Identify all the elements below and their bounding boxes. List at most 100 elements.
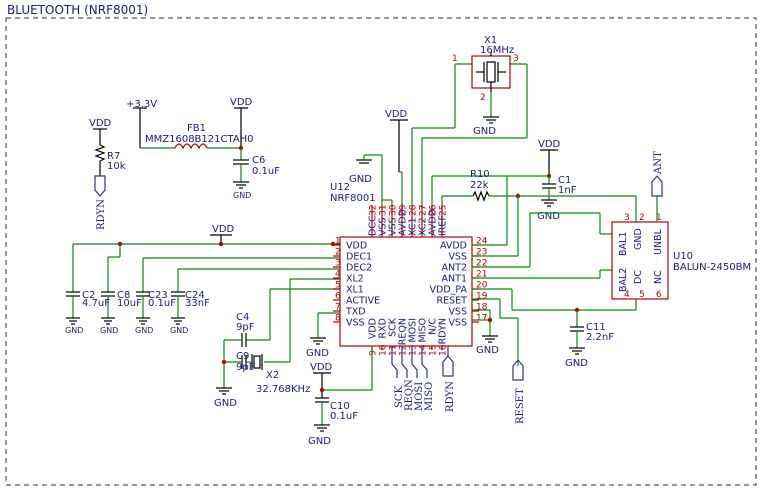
u12-pin-xl2-left: XL2 xyxy=(346,274,364,285)
c1-ref: C1 xyxy=(558,175,571,186)
gnd-c6-label: GND xyxy=(233,191,251,200)
u12-pin-miso-bottom: MISO xyxy=(418,318,429,343)
u12-pin-avdd-top: AVDD xyxy=(428,209,439,236)
c2-ref: C2 xyxy=(82,290,95,301)
u12-pin-dcc-top: DCC xyxy=(368,215,379,236)
c10-ref: C10 xyxy=(330,401,350,412)
gnd-top-label: GND xyxy=(349,174,372,185)
c11-ref: C11 xyxy=(586,322,606,333)
u10-pin1-num: 1 xyxy=(656,213,662,223)
u12-pin-ant2-right: ANT2 xyxy=(442,263,467,274)
reqn-net-label: REQN xyxy=(404,379,415,411)
u12-bottom-pins: VDD9RXD10SCK11REQN12MOSI13MISO14N/C15RDY… xyxy=(368,317,449,356)
x1-value: 16MHz xyxy=(480,45,514,56)
u12-pin-reqn-bottom: REQN xyxy=(398,318,409,345)
u12-pin-num-top: 30 xyxy=(389,204,399,216)
r7-ref: R7 xyxy=(107,151,120,162)
mosi-net-label: MOSI xyxy=(414,382,425,411)
u12-pin-num-top: 26 xyxy=(429,204,439,216)
u10-pin4-num: 4 xyxy=(624,290,630,300)
u12-pin-vdd-bottom: VDD xyxy=(368,318,379,339)
c1-value: 1nF xyxy=(558,185,577,196)
sheet-title: BLUETOOTH (NRF8001) xyxy=(7,3,148,17)
u12-pin-num-top: 32 xyxy=(369,205,379,216)
u12-pin-num-right: 21 xyxy=(476,270,487,280)
gnd-c10-label: GND xyxy=(308,436,331,447)
u12-pin-num-left: 4 xyxy=(335,270,341,280)
gnd-c11-label: GND xyxy=(565,358,588,369)
vdd-c10-label: VDD xyxy=(310,362,333,373)
u12-pin-num-bottom: 11 xyxy=(389,345,399,356)
gnd-c8-label: GND xyxy=(100,326,118,335)
gnd-x2-label: GND xyxy=(214,398,237,409)
u12-pin-num-top: 29 xyxy=(399,204,409,216)
v33-label: +3.3V xyxy=(126,99,157,110)
gnd-u12-right-label: GND xyxy=(476,345,499,356)
u10-pin-gnd: GND xyxy=(633,228,644,250)
u12-pin-active-left: ACTIVE xyxy=(346,296,380,307)
u12-pin-num-left: 3 xyxy=(335,259,341,269)
gnd-c24-label: GND xyxy=(170,326,188,335)
u12-pin-num-bottom: 13 xyxy=(409,345,419,356)
c4-ref: C4 xyxy=(236,312,249,323)
c6-value: 0.1uF xyxy=(252,166,280,177)
u10-pin-unbl: UNBL xyxy=(653,228,664,255)
ic-u12-nrf8001: U12 NRF8001 VDD1DEC12DEC23XL24XL15ACTIVE… xyxy=(330,182,488,356)
c10-value: 0.1uF xyxy=(330,411,358,422)
vdd-main-label: VDD xyxy=(212,224,235,235)
u10-pin3-num: 3 xyxy=(624,213,630,223)
c6-ref: C6 xyxy=(252,155,265,166)
u10-pin-bal2: BAL2 xyxy=(618,268,629,292)
u12-pin-mosi-bottom: MOSI xyxy=(408,318,419,343)
u12-pin-vss-top: VSS xyxy=(378,217,389,236)
u12-pin-num-bottom: 15 xyxy=(429,345,439,356)
rdyn-net-label-bottom: RDYN xyxy=(445,381,456,412)
sck-net-label: SCK xyxy=(394,385,405,408)
x1-pin1: 1 xyxy=(452,54,458,64)
capacitor-c10: VDD GND C10 0.1uF xyxy=(308,346,373,447)
u12-pin-num-bottom: 16 xyxy=(439,344,449,356)
u12-pin-num-right: 20 xyxy=(476,281,488,291)
u12-vss-ground: GND xyxy=(306,312,340,359)
u12-pin-num-bottom: 10 xyxy=(379,344,389,356)
u12-pin-dec1-left: DEC1 xyxy=(346,252,372,263)
u12-pin-vdd-pa-right: VDD_PA xyxy=(430,285,468,296)
sheet-frame xyxy=(5,17,757,486)
rdyn-net-label-left: RDYN xyxy=(96,199,107,230)
c9-ref: C9 xyxy=(236,351,249,362)
c24-value: 33nF xyxy=(185,298,210,309)
resistor-r7: VDD R7 10k RDYN xyxy=(89,118,126,230)
u12-pin-rxd-bottom: RXD xyxy=(378,318,389,338)
u12-pin-xl1-left: XL1 xyxy=(346,285,364,296)
u12-pin-xc2-top: XC2 xyxy=(418,218,429,237)
miso-net-label: MISO xyxy=(424,382,435,411)
u12-pin-num-left: 6 xyxy=(335,292,341,302)
u12-pin-avdd-right: AVDD xyxy=(440,241,467,252)
x1-pin2: 2 xyxy=(480,93,486,103)
balun-u10: BAL1 GND UNBL BAL2 DC NC 3 2 1 4 5 6 U10… xyxy=(611,151,751,300)
u12-pin-num-right: 24 xyxy=(476,237,488,247)
u12-pin-vss-right: VSS xyxy=(448,307,467,318)
u12-pin-num-bottom: 9 xyxy=(369,350,379,356)
fb1-value: MMZ1608B121CTAH0 xyxy=(145,134,254,145)
u12-pin-num-right: 23 xyxy=(476,248,487,258)
vdd-r7-label: VDD xyxy=(89,118,112,129)
u12-pin-ant1-right: ANT1 xyxy=(442,274,467,285)
r7-value: 10k xyxy=(107,161,126,172)
capacitor-c1: VDD GND C1 1nF xyxy=(507,139,577,222)
u12-pin-txd-left: TXD xyxy=(345,307,366,318)
u10-pin-bal1: BAL1 xyxy=(618,232,629,256)
u12-pin-num-left: 2 xyxy=(335,248,341,258)
crystal-x1-16mhz: 1 3 2 X1 16MHz GND xyxy=(452,35,519,137)
u12-pin-num-bottom: 14 xyxy=(419,344,429,356)
c8-value: 10uF xyxy=(117,298,142,309)
gnd-x1-label: GND xyxy=(473,126,496,137)
gnd-u12-left-label: GND xyxy=(306,348,329,359)
gnd-c1-label: GND xyxy=(537,211,560,222)
u12-ref: U12 xyxy=(330,182,350,193)
u12-top-wiring: GND VDD R10 22k xyxy=(349,63,528,245)
vdd-decoupling-group: VDD xyxy=(65,224,340,335)
u10-pin5-num: 5 xyxy=(639,290,645,300)
